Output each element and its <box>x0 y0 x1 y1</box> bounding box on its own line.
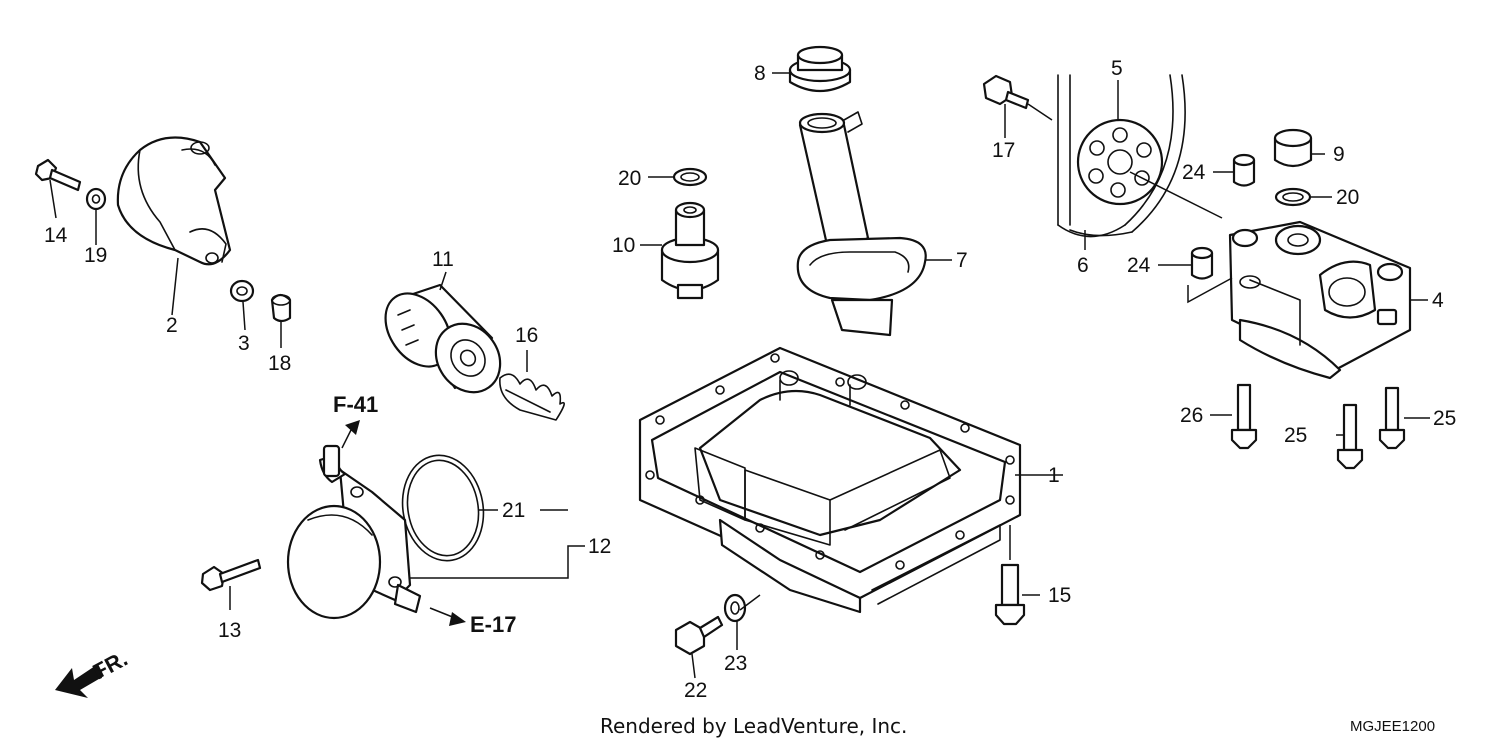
part-1-oil-pan <box>638 346 1022 614</box>
label-part-11: 11 <box>432 248 454 271</box>
ref-arrow-e17 <box>429 607 466 626</box>
ref-label-e17: E-17 <box>470 612 516 637</box>
diagram-code: MGJEE1200 <box>1350 718 1435 735</box>
part-13-bolt <box>200 558 262 592</box>
label-part-26: 26 <box>1180 404 1203 427</box>
part-14-bolt <box>34 158 82 192</box>
label-part-8: 8 <box>754 62 766 85</box>
front-arrow <box>55 664 104 698</box>
part-26-bolt <box>1230 383 1258 450</box>
label-part-10: 10 <box>612 234 635 257</box>
part-16-spring <box>499 373 565 421</box>
part-2-cover <box>116 136 232 266</box>
part-11-oil-filter <box>384 283 502 394</box>
part-12-oil-cooler <box>286 444 422 620</box>
label-part-23: 23 <box>724 652 747 675</box>
part-18-collar <box>270 293 292 323</box>
part-19-washer <box>85 187 107 211</box>
part-21-o-ring <box>401 454 485 562</box>
label-part-9: 9 <box>1333 143 1345 166</box>
part-7-strainer <box>796 111 927 337</box>
part-17-bolt <box>982 74 1030 110</box>
label-part-21: 21 <box>502 499 525 522</box>
label-part-16: 16 <box>515 324 538 347</box>
label-part-20b: 20 <box>1336 186 1359 209</box>
oil-pan-bolt-holes <box>645 353 1015 570</box>
part-5-sprocket <box>1076 118 1164 206</box>
footer-credit: Rendered by LeadVenture, Inc. <box>600 714 907 738</box>
label-part-5: 5 <box>1111 57 1123 80</box>
label-part-12: 12 <box>588 535 611 558</box>
part-20-washer-a <box>672 167 708 187</box>
label-part-4: 4 <box>1432 289 1444 312</box>
part-6-chain <box>1057 74 1186 238</box>
part-3-grommet <box>229 279 255 303</box>
label-part-7: 7 <box>956 249 968 272</box>
ref-arrow-f41 <box>341 420 360 449</box>
part-25-bolt-b <box>1378 386 1406 450</box>
part-24-dowel-pin-b <box>1190 246 1214 280</box>
label-part-1: 1 <box>1048 464 1060 487</box>
label-part-19: 19 <box>84 244 107 267</box>
label-part-22: 22 <box>684 679 707 702</box>
label-part-6: 6 <box>1077 254 1089 277</box>
label-part-24a: 24 <box>1182 161 1206 184</box>
label-part-15: 15 <box>1048 584 1071 607</box>
label-part-3: 3 <box>238 332 250 355</box>
part-22-drain-bolt <box>674 615 724 656</box>
part-24-dowel-pin-a <box>1232 153 1256 187</box>
part-9-collar <box>1273 128 1313 168</box>
part-8-cap <box>788 45 852 92</box>
label-part-13: 13 <box>218 619 241 642</box>
label-part-20a: 20 <box>618 167 641 190</box>
leader-lines <box>49 72 1430 679</box>
part-15-bolt <box>994 563 1026 626</box>
label-part-25a: 25 <box>1284 424 1307 447</box>
label-part-24b: 24 <box>1127 254 1151 277</box>
part-20-washer-b <box>1274 187 1312 207</box>
label-part-17: 17 <box>992 139 1015 162</box>
ref-label-f41: F-41 <box>333 392 378 417</box>
part-10-pressure-switch <box>660 201 720 300</box>
label-part-2: 2 <box>166 314 178 337</box>
label-part-14: 14 <box>44 224 68 247</box>
part-25-bolt-a <box>1336 403 1364 470</box>
part-23-washer <box>723 593 747 623</box>
part-4-oil-pump <box>1228 220 1412 380</box>
label-part-25b: 25 <box>1433 407 1456 430</box>
label-part-18: 18 <box>268 352 291 375</box>
